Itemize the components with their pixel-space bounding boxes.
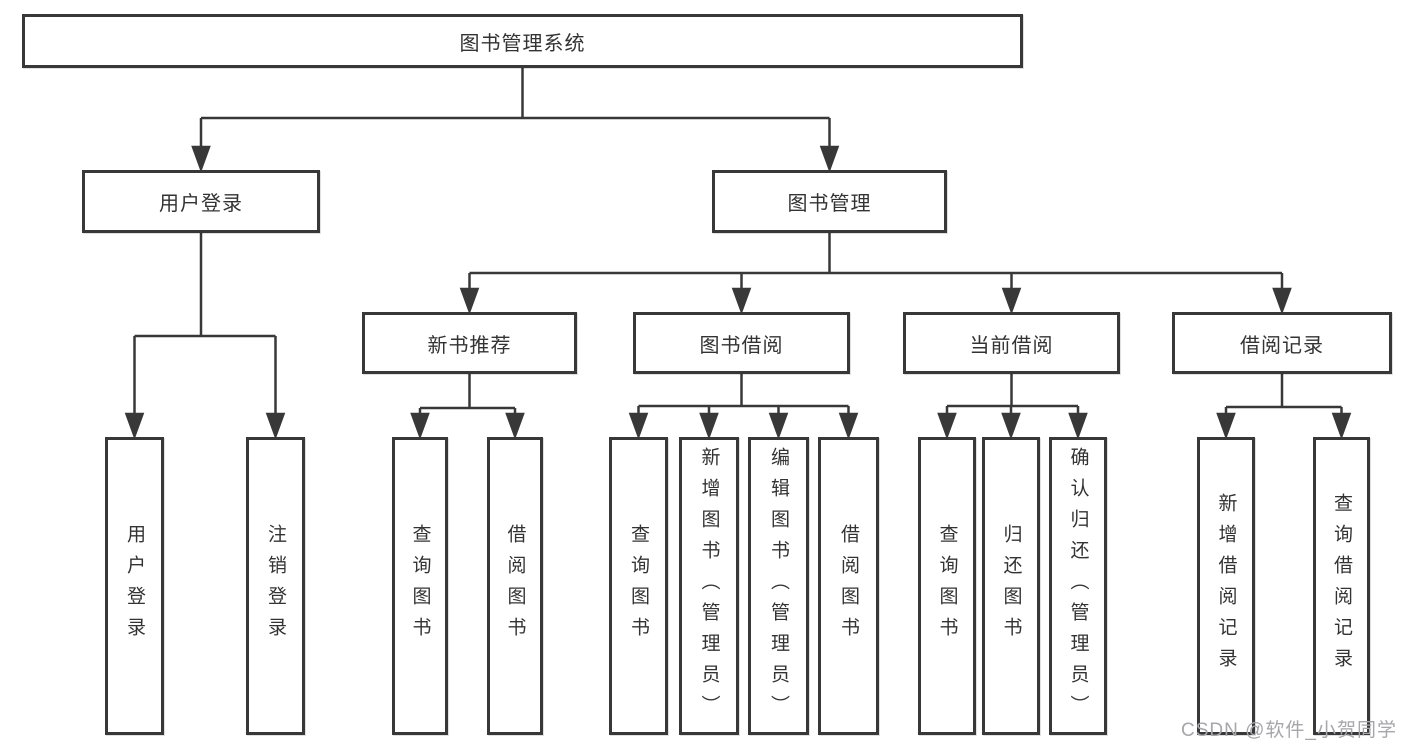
leaf-user-login: 用户登录: [105, 437, 164, 735]
leaf-query-borrow-record: 查询借阅记录: [1313, 437, 1370, 735]
node-user-login: 用户登录: [82, 170, 320, 233]
node-book-borrowing: 图书借阅: [633, 312, 850, 374]
node-book-management: 图书管理: [712, 170, 947, 233]
leaf-borrow-books-1: 借阅图书: [487, 437, 543, 735]
node-library-management-system: 图书管理系统: [22, 14, 1023, 68]
csdn-watermark: CSDN @软件_小贺同学: [1181, 720, 1397, 741]
leaf-add-books-admin: 新增图书（管理员）: [679, 437, 739, 735]
node-new-book-recommendation: 新书推荐: [362, 312, 577, 374]
node-current-borrowing: 当前借阅: [903, 312, 1120, 374]
leaf-edit-books-admin: 编辑图书（管理员）: [748, 437, 809, 735]
leaf-add-borrow-record: 新增借阅记录: [1197, 437, 1255, 735]
leaf-return-books: 归还图书: [982, 437, 1040, 735]
leaf-borrow-books-2: 借阅图书: [818, 437, 879, 735]
leaf-confirm-return-admin: 确认归还（管理员）: [1049, 437, 1107, 735]
leaf-query-books-2: 查询图书: [609, 437, 668, 735]
leaf-query-books-3: 查询图书: [918, 437, 976, 735]
leaf-logout: 注销登录: [246, 437, 305, 735]
leaf-query-books-1: 查询图书: [392, 437, 448, 735]
node-borrowing-records: 借阅记录: [1172, 312, 1392, 374]
